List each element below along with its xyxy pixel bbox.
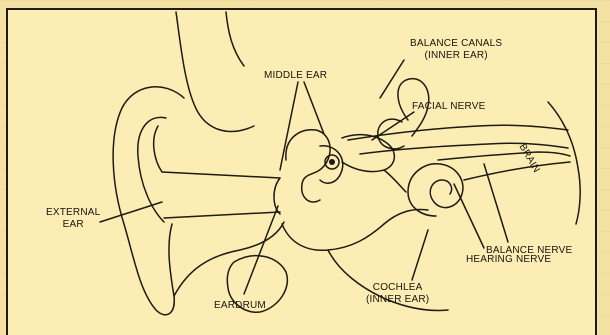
label-balance-canals-line1: BALANCE CANALS <box>410 38 502 50</box>
cochlea-spiral <box>408 164 463 216</box>
ear-canal-bottom <box>164 212 280 218</box>
label-balance-canals: BALANCE CANALS (INNER EAR) <box>410 38 502 62</box>
cochlea-outline <box>384 170 406 192</box>
label-cochlea-line2: (INNER EAR) <box>366 294 429 306</box>
label-balance-canals-line2: (INNER EAR) <box>410 50 502 62</box>
pointer-middle-ear-left <box>280 82 298 170</box>
ear-anatomy-figure: EXTERNAL EAR MIDDLE EAR BALANCE CANALS (… <box>6 8 597 335</box>
label-external-ear-line2: EAR <box>46 219 100 231</box>
pinna-inner <box>138 117 166 222</box>
pointer-eardrum <box>244 206 278 294</box>
nerve-bundle-top <box>348 125 568 140</box>
middle-ear-cavity <box>282 210 428 251</box>
nerve-bundle-bottom <box>464 162 570 180</box>
pointer-balance-canals <box>380 60 404 98</box>
pointer-middle-ear-right <box>304 82 324 134</box>
label-eardrum: EARDRUM <box>214 300 266 312</box>
label-middle-ear: MIDDLE EAR <box>264 70 327 82</box>
pinna-fold <box>154 126 162 172</box>
label-cochlea: COCHLEA (INNER EAR) <box>366 282 429 306</box>
label-external-ear-line1: EXTERNAL <box>46 207 100 219</box>
pointer-hearing-nerve <box>454 184 484 248</box>
ear-canal-top <box>162 172 280 178</box>
head-outline <box>176 12 254 131</box>
nerve-bundle-low <box>438 152 570 160</box>
pointer-external-ear <box>100 202 162 222</box>
label-hearing-nerve: HEARING NERVE <box>466 254 551 266</box>
pointer-balance-nerve <box>484 164 508 242</box>
label-external-ear: EXTERNAL EAR <box>46 207 100 231</box>
pointer-facial-nerve <box>372 112 414 140</box>
label-facial-nerve: FACIAL NERVE <box>412 101 486 113</box>
label-cochlea-line1: COCHLEA <box>366 282 429 294</box>
head-contour <box>226 12 244 66</box>
ear-illustration <box>8 10 597 335</box>
pointer-cochlea <box>412 230 428 280</box>
ossicle-hammer <box>286 130 330 202</box>
